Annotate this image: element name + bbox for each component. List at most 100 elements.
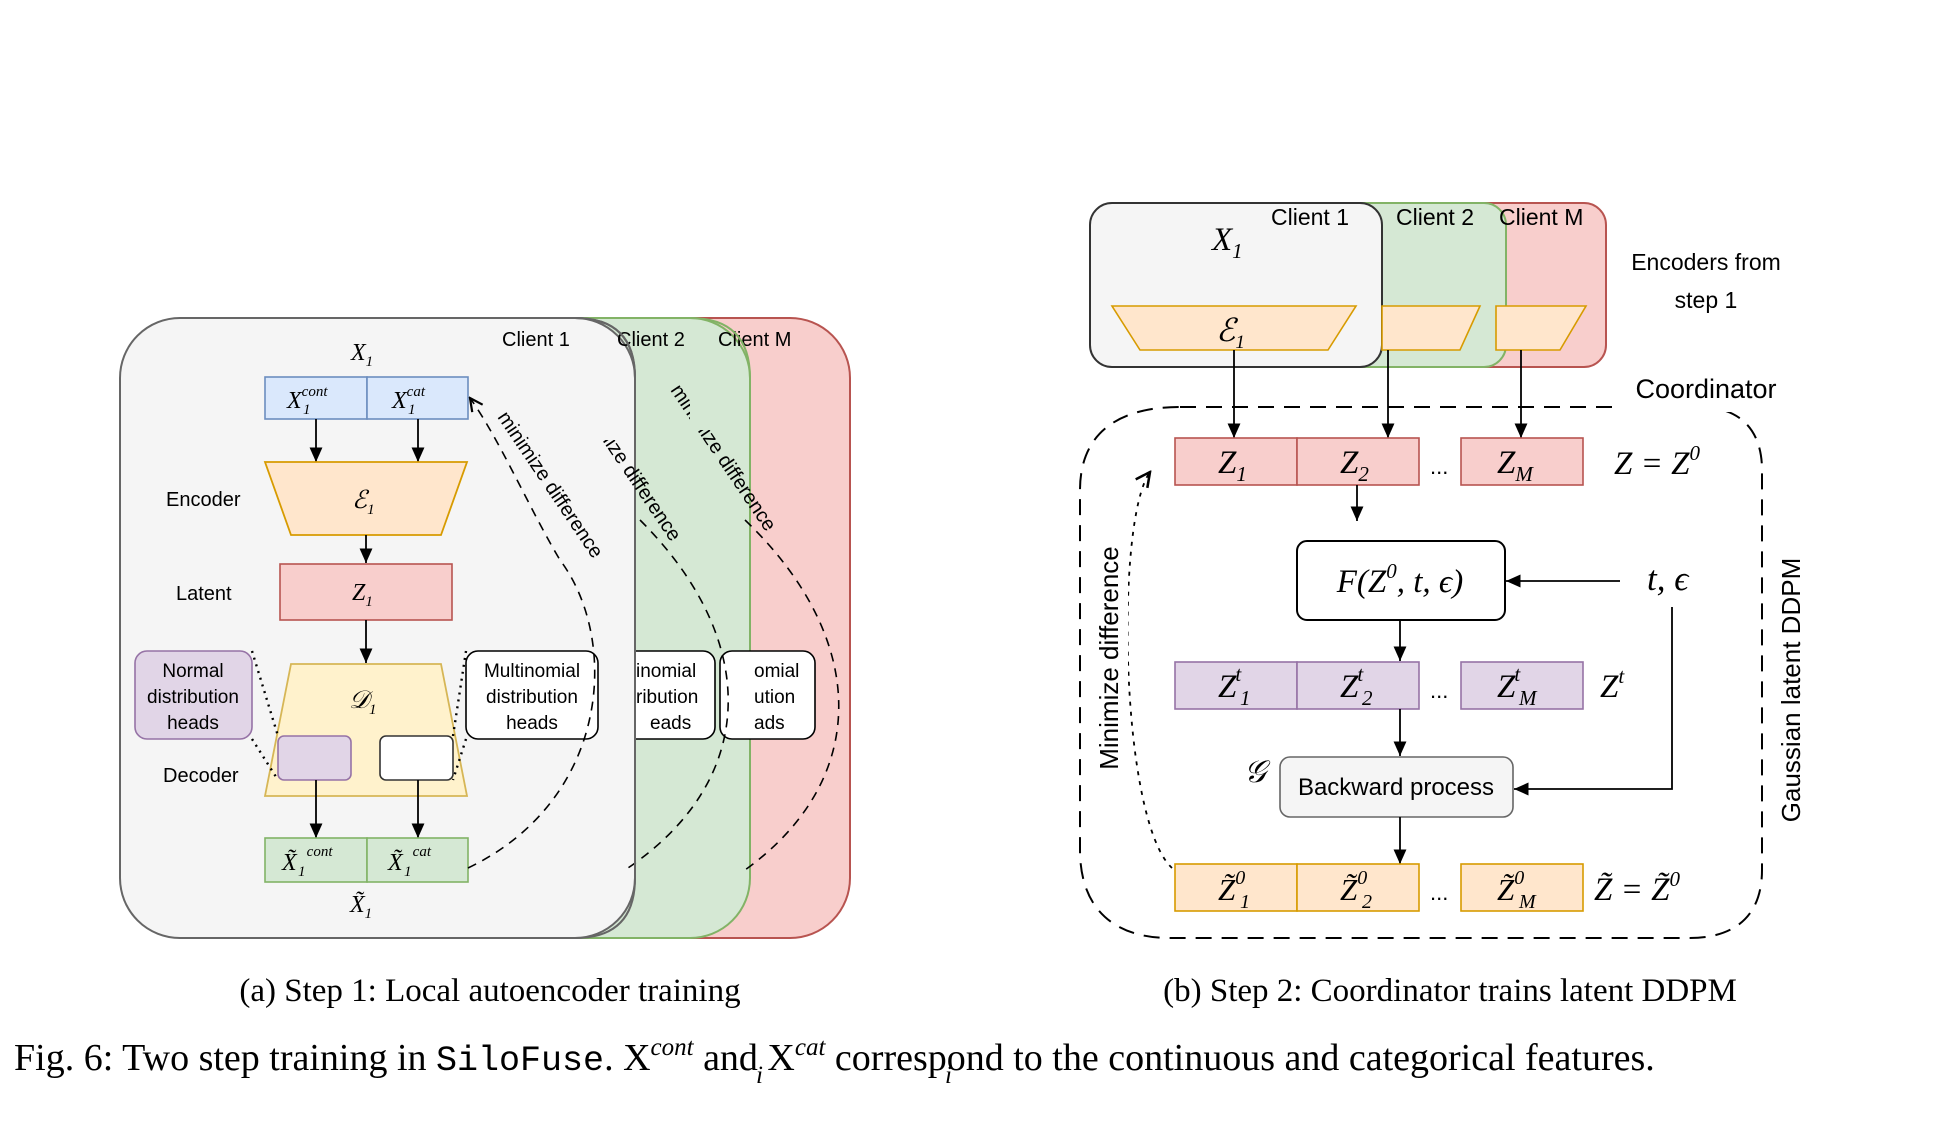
z2-box	[1296, 437, 1420, 486]
minimize-curve-c2	[624, 519, 729, 871]
gaussian-label: Gaussian latent DDPM	[1776, 558, 1806, 822]
encoder-shape	[263, 461, 469, 536]
x-cont-label: Xcont	[286, 384, 328, 414]
zh2-sub: 2	[1362, 891, 1372, 913]
normal-dots-bottom	[250, 738, 280, 781]
zh1-label: Z̃0	[1218, 867, 1245, 907]
multi-cm-line1: omial	[754, 661, 799, 682]
multi-c2-line1: inomial	[636, 661, 696, 682]
zt-label: Zt	[1600, 664, 1625, 705]
client-m-label: Client M	[718, 329, 791, 351]
zhm-box	[1460, 863, 1584, 912]
multinomial-dots-top	[451, 650, 468, 737]
encoders-note-line1: Encoders from	[1631, 249, 1781, 275]
minimize-label-bg	[1088, 526, 1128, 790]
g-symbol: 𝒢	[1244, 754, 1271, 789]
multinomial-head-slot	[379, 735, 454, 781]
zh-row-ellipsis: ...	[1430, 880, 1448, 905]
zh1-sub: 1	[1240, 891, 1250, 913]
minimize-curve-cm	[744, 519, 840, 871]
minimize-curve-c1	[467, 398, 596, 869]
ztm-sub: M	[1518, 686, 1538, 710]
x-cat-sub: 1	[408, 402, 416, 418]
coordinator-label-bg	[1620, 372, 1790, 412]
normal-heads-box	[134, 650, 253, 740]
t-eps-label: t, ϵ	[1647, 559, 1690, 598]
coordinator-label: Coordinator	[1635, 374, 1776, 404]
arrow-teps-backward	[1514, 607, 1673, 796]
caption-b: (b) Step 2: Coordinator trains latent DD…	[1163, 973, 1737, 1009]
zh2-box	[1296, 863, 1420, 912]
enc-client-2-label: Client 2	[1396, 204, 1474, 230]
minimize-label-right: Minimize difference	[1094, 546, 1124, 770]
enc-client-m-label: Client M	[1499, 204, 1583, 230]
backward-process-box	[1279, 756, 1514, 818]
z-equation: Z = Z0	[1614, 441, 1700, 482]
normal-head-slot	[277, 735, 352, 781]
x1-label: X1	[350, 340, 373, 370]
z1-label: Z1	[1218, 445, 1247, 486]
enc-shape-2	[1381, 305, 1482, 351]
f-label: F(Z0, t, ϵ)	[1336, 559, 1463, 600]
zt-row-ellipsis: ...	[1430, 678, 1448, 703]
normal-dots-top	[250, 650, 280, 737]
zt2-box	[1296, 661, 1420, 710]
ztm-label: Zt	[1497, 662, 1521, 705]
zh-equation: Z̃ = Z̃0	[1594, 867, 1680, 908]
x-cont-sub: 1	[303, 402, 311, 418]
figure-caption: Fig. 6: Two step training in SiloFuse. X…	[14, 1034, 1655, 1081]
xt-cat-label: X̃cat	[387, 844, 432, 876]
xt-cat-box	[366, 837, 469, 883]
xt-label: X̃1	[349, 891, 372, 922]
xt-cat-sub: 1	[404, 864, 412, 880]
enc-x1-label: X1	[1210, 222, 1243, 263]
enc-symbol: ℰ1	[1216, 312, 1245, 353]
zm-box	[1460, 437, 1584, 486]
caption-sub-i-2: i	[945, 1062, 952, 1089]
zh2-label: Z̃0	[1340, 867, 1367, 907]
step2-panel: Client 1 Client 2 Client M X1 ℰ1 Encoder…	[1079, 202, 1810, 1009]
zt1-sub: 1	[1240, 686, 1251, 710]
z-row-ellipsis: ...	[1430, 454, 1448, 479]
zt2-label: Zt	[1340, 662, 1364, 705]
normal-heads-line1: Normal	[162, 661, 223, 682]
multi-cm-line3: ads	[754, 713, 785, 734]
encoder-symbol: ℰ1	[352, 487, 375, 518]
ztm-box	[1460, 661, 1584, 710]
multinomial-heads-line3: heads	[506, 713, 558, 734]
client-1-label: Client 1	[502, 329, 570, 351]
multi-c2-line3: eads	[650, 713, 691, 734]
normal-heads-line2: distribution	[147, 687, 239, 708]
enc-shape-1	[1110, 305, 1358, 351]
zt1-label: Zt	[1218, 662, 1242, 705]
zhm-label: Z̃0	[1497, 867, 1524, 907]
x-cont-box	[264, 376, 368, 420]
zm-label: ZM	[1497, 445, 1534, 486]
z1-latent-label: Z1	[352, 580, 373, 610]
decoder-label: Decoder	[163, 765, 239, 787]
xt-cont-label: X̃cont	[281, 844, 333, 876]
label-mask-cm	[690, 380, 750, 430]
multinomial-dots-bottom	[451, 738, 468, 781]
caption-a: (a) Step 1: Local autoencoder training	[239, 973, 740, 1009]
multinomial-heads-box-cm	[719, 650, 816, 740]
zt1-box	[1174, 661, 1298, 710]
coordinator-region	[1079, 406, 1763, 939]
xt-cont-box	[264, 837, 368, 883]
zt2-sub: 2	[1362, 686, 1373, 710]
backward-process-label: Backward process	[1298, 774, 1494, 801]
xt-cont-sub: 1	[298, 864, 306, 880]
encoders-note-line2: step 1	[1675, 287, 1738, 313]
multinomial-heads-line1: Multinomial	[484, 661, 580, 682]
zhm-sub: M	[1518, 891, 1537, 913]
z2-label: Z2	[1340, 445, 1369, 486]
multinomial-heads-line2: distribution	[486, 687, 578, 708]
enc-shape-m	[1495, 305, 1588, 351]
z1-latent-box	[279, 563, 453, 621]
x-cat-label: Xcat	[391, 384, 426, 414]
z1-box	[1174, 437, 1298, 486]
zh1-box	[1174, 863, 1298, 912]
f-box	[1296, 540, 1506, 621]
label-mask-c2	[560, 380, 635, 440]
minimize-curve-right	[1126, 472, 1173, 869]
